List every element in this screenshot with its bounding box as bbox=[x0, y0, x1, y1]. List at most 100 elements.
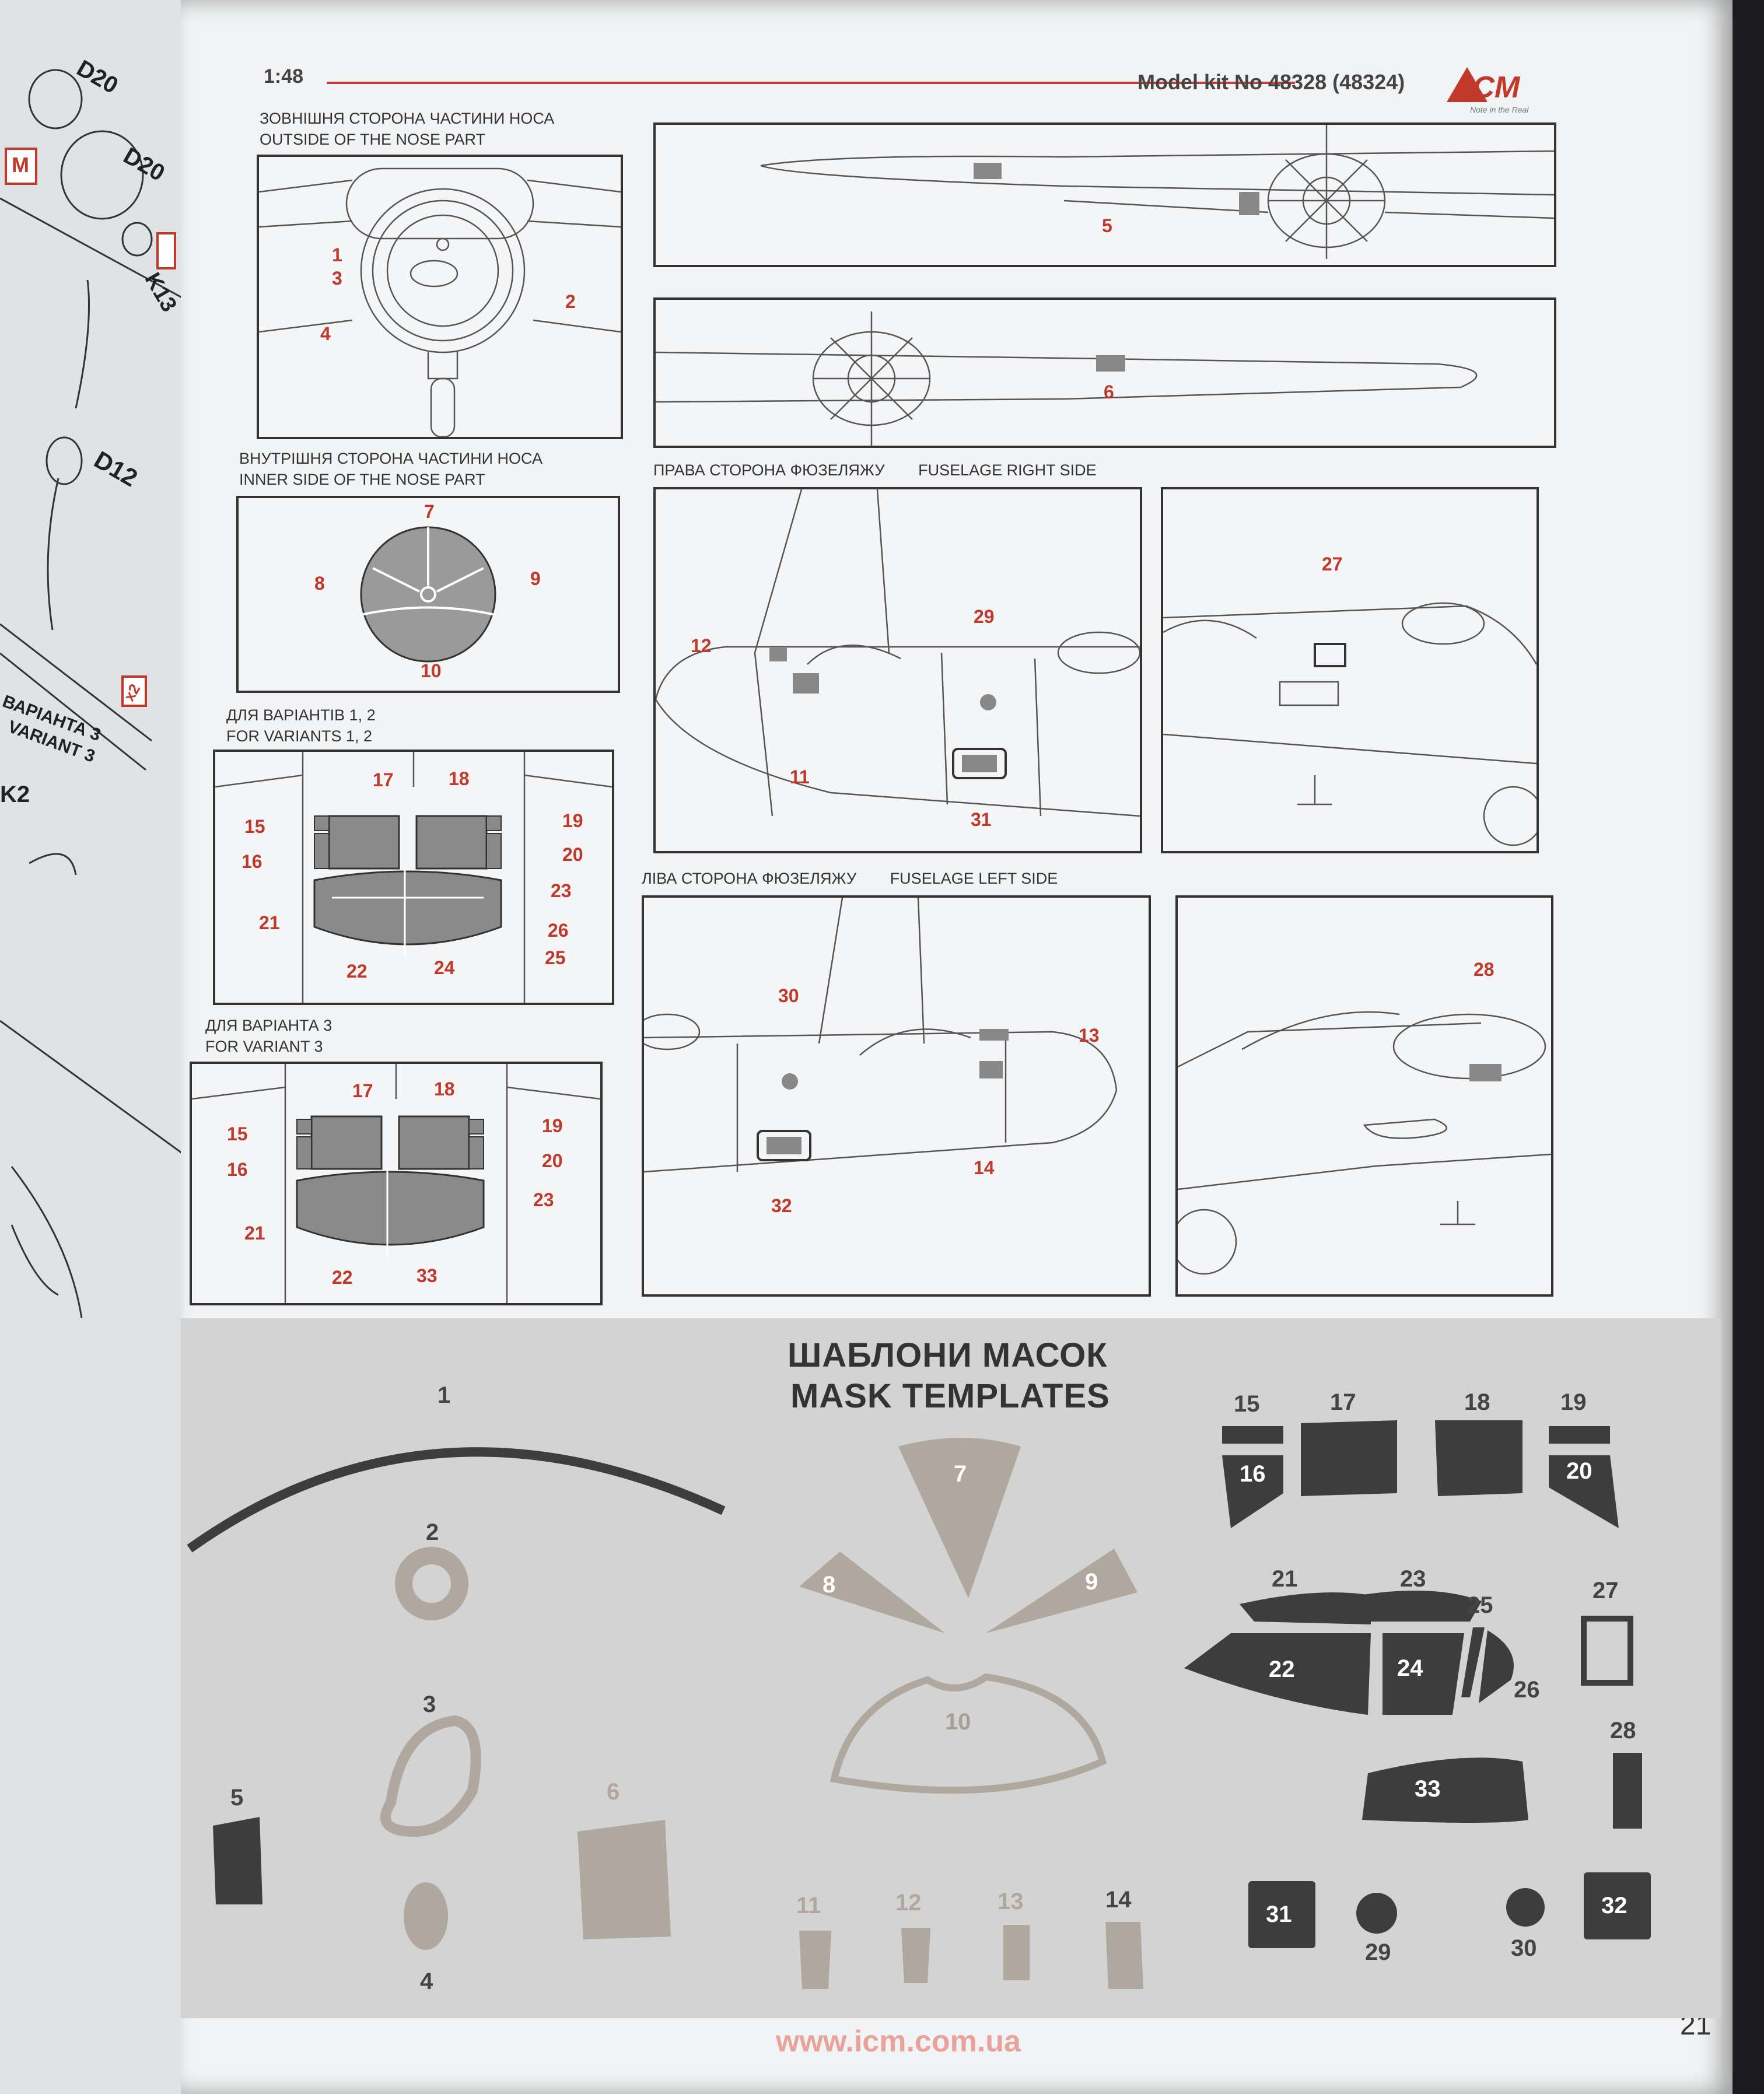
mask-20-shape bbox=[1549, 1455, 1619, 1528]
left-page: D20 D20 M K13 D12 x2 ВАРІАНТА 3 VARIANT … bbox=[0, 0, 210, 2094]
nose-inner-part-9: 9 bbox=[530, 568, 541, 589]
mask-title-ua: ШАБЛОНИ МАСОК bbox=[788, 1336, 1108, 1374]
mask-num-30: 30 bbox=[1511, 1935, 1537, 1961]
top-view-drawing bbox=[760, 125, 1554, 259]
caption-fuselage-right-ua: ПРАВА СТОРОНА ФЮЗЕЛЯЖУ bbox=[653, 461, 885, 479]
left-label-m: M bbox=[12, 153, 29, 177]
caption-nose-inner: ВНУТРІШНЯ СТОРОНА ЧАСТИНИ НОСА INNER SID… bbox=[239, 448, 542, 490]
mask-num-19: 19 bbox=[1560, 1389, 1587, 1415]
fuselage-right-part-12: 12 bbox=[691, 635, 712, 656]
mask-num-20: 20 bbox=[1566, 1458, 1592, 1484]
mask-num-22: 22 bbox=[1269, 1657, 1295, 1682]
mask-num-23: 23 bbox=[1400, 1566, 1426, 1592]
panel-nose-inner: 7 8 9 10 bbox=[236, 496, 620, 693]
mask-24-shape bbox=[1382, 1633, 1464, 1715]
caption-variants-1-2-en: FOR VARIANTS 1, 2 bbox=[226, 727, 373, 745]
v3-part-16: 16 bbox=[227, 1159, 248, 1180]
mask-23-shape bbox=[1359, 1591, 1482, 1622]
caption-nose-inner-ua: ВНУТРІШНЯ СТОРОНА ЧАСТИНИ НОСА bbox=[239, 450, 542, 467]
mask-13-shape bbox=[1003, 1925, 1030, 1980]
mask-7-shape bbox=[898, 1438, 1021, 1598]
caption-fuselage-right-en: FUSELAGE RIGHT SIDE bbox=[918, 461, 1097, 479]
mask-num-21: 21 bbox=[1272, 1566, 1298, 1592]
v3-part-15: 15 bbox=[227, 1123, 248, 1144]
caption-variants-1-2: ДЛЯ ВАРІАНТІВ 1, 2 FOR VARIANTS 1, 2 bbox=[226, 705, 376, 747]
caption-nose-outside-ua: ЗОВНІШНЯ СТОРОНА ЧАСТИНИ НОСА bbox=[260, 110, 555, 127]
fuselage-right-rear-drawing bbox=[1163, 602, 1536, 846]
nose-inner-part-8: 8 bbox=[314, 573, 325, 594]
caption-variant-3-ua: ДЛЯ ВАРІАНТА 3 bbox=[205, 1017, 332, 1034]
mask-17-shape bbox=[1301, 1420, 1397, 1496]
caption-nose-outside: ЗОВНІШНЯ СТОРОНА ЧАСТИНИ НОСА OUTSIDE OF… bbox=[260, 108, 554, 150]
panel-fuselage-left: 30 13 14 32 bbox=[642, 895, 1151, 1297]
panel-nose-outside: 1 2 3 4 bbox=[257, 155, 623, 439]
fuselage-left-front-part-28: 28 bbox=[1474, 959, 1494, 980]
nose-inner-drawing bbox=[360, 526, 496, 663]
nose-part-4: 4 bbox=[320, 323, 331, 344]
variant-3-drawing bbox=[192, 1064, 600, 1303]
mask-5-shape bbox=[213, 1817, 262, 1904]
mask-num-24: 24 bbox=[1397, 1655, 1423, 1681]
mask-2-shape bbox=[395, 1547, 468, 1620]
panel-bottom-view: 6 bbox=[653, 297, 1556, 448]
fuselage-right-part-29: 29 bbox=[974, 606, 995, 627]
mask-title-en: MASK TEMPLATES bbox=[790, 1377, 1110, 1415]
scale-label: 1:48 bbox=[264, 65, 304, 87]
mask-num-29: 29 bbox=[1365, 1939, 1391, 1965]
caption-variant-3: ДЛЯ ВАРІАНТА 3 FOR VARIANT 3 bbox=[205, 1015, 332, 1057]
v12-part-24: 24 bbox=[434, 957, 455, 978]
fuselage-left-part-30: 30 bbox=[778, 985, 799, 1006]
mask-num-31: 31 bbox=[1266, 1902, 1292, 1927]
mask-shapes bbox=[187, 1420, 1651, 1989]
v12-part-26: 26 bbox=[548, 920, 569, 941]
fuselage-left-front-drawing bbox=[1178, 1011, 1551, 1275]
mask-num-27: 27 bbox=[1592, 1578, 1619, 1603]
left-page-drawing bbox=[0, 0, 194, 1319]
icm-logo-icon: ICM bbox=[1447, 67, 1521, 104]
caption-nose-inner-en: INNER SIDE OF THE NOSE PART bbox=[239, 471, 485, 488]
nose-outside-drawing bbox=[259, 167, 621, 437]
v12-part-15: 15 bbox=[244, 816, 265, 837]
bottom-view-part-6: 6 bbox=[1104, 381, 1114, 402]
icm-logo: ICM Note in the Real bbox=[1441, 61, 1558, 117]
mask-22-shape bbox=[1184, 1633, 1371, 1715]
brand-tagline: Note in the Real bbox=[1470, 105, 1529, 114]
mask-26-shape bbox=[1479, 1630, 1514, 1703]
mask-9-shape bbox=[986, 1549, 1138, 1633]
mask-num-8: 8 bbox=[822, 1572, 836, 1598]
mask-25-shape bbox=[1461, 1627, 1485, 1697]
fuselage-right-part-31: 31 bbox=[971, 809, 992, 830]
v12-part-16: 16 bbox=[242, 851, 262, 872]
mask-num-2: 2 bbox=[426, 1519, 439, 1545]
mask-num-3: 3 bbox=[423, 1692, 436, 1717]
panel-top-view: 5 bbox=[653, 122, 1556, 267]
mask-12-shape bbox=[901, 1928, 930, 1983]
v3-part-20: 20 bbox=[542, 1150, 563, 1171]
panel-fuselage-right: 12 29 11 31 bbox=[653, 487, 1142, 853]
caption-nose-outside-en: OUTSIDE OF THE NOSE PART bbox=[260, 131, 486, 148]
mask-num-4: 4 bbox=[420, 1969, 433, 1994]
v12-part-20: 20 bbox=[562, 844, 583, 865]
mask-19-shape bbox=[1549, 1426, 1610, 1444]
mask-num-18: 18 bbox=[1464, 1389, 1490, 1415]
mask-8-shape bbox=[799, 1552, 945, 1633]
footer-url[interactable]: www.icm.com.ua bbox=[776, 2025, 1021, 2058]
panel-fuselage-right-rear: 27 bbox=[1161, 487, 1539, 853]
mask-27-shape bbox=[1581, 1616, 1633, 1686]
caption-variants-1-2-ua: ДЛЯ ВАРІАНТІВ 1, 2 bbox=[226, 706, 376, 724]
caption-fuselage-right: ПРАВА СТОРОНА ФЮЗЕЛЯЖУ FUSELAGE RIGHT SI… bbox=[653, 460, 1097, 481]
mask-num-33: 33 bbox=[1415, 1776, 1441, 1802]
panel-variants-1-2: 17 18 15 19 16 20 23 21 26 25 22 24 bbox=[213, 750, 614, 1005]
fuselage-left-part-32: 32 bbox=[771, 1195, 792, 1216]
mask-num-28: 28 bbox=[1610, 1718, 1636, 1743]
mask-33-shape bbox=[1362, 1757, 1528, 1823]
caption-variant-3-en: FOR VARIANT 3 bbox=[205, 1038, 323, 1055]
mask-15-shape bbox=[1222, 1426, 1283, 1444]
mask-6-shape bbox=[578, 1820, 671, 1939]
mask-21-shape bbox=[1240, 1592, 1371, 1624]
mask-10-shape bbox=[830, 1673, 1107, 1794]
fuselage-left-part-13: 13 bbox=[1079, 1025, 1100, 1046]
caption-fuselage-left: ЛІВА СТОРОНА ФЮЗЕЛЯЖУ FUSELAGE LEFT SIDE bbox=[642, 868, 1058, 889]
v12-part-19: 19 bbox=[562, 810, 583, 831]
mask-num-6: 6 bbox=[607, 1779, 620, 1805]
